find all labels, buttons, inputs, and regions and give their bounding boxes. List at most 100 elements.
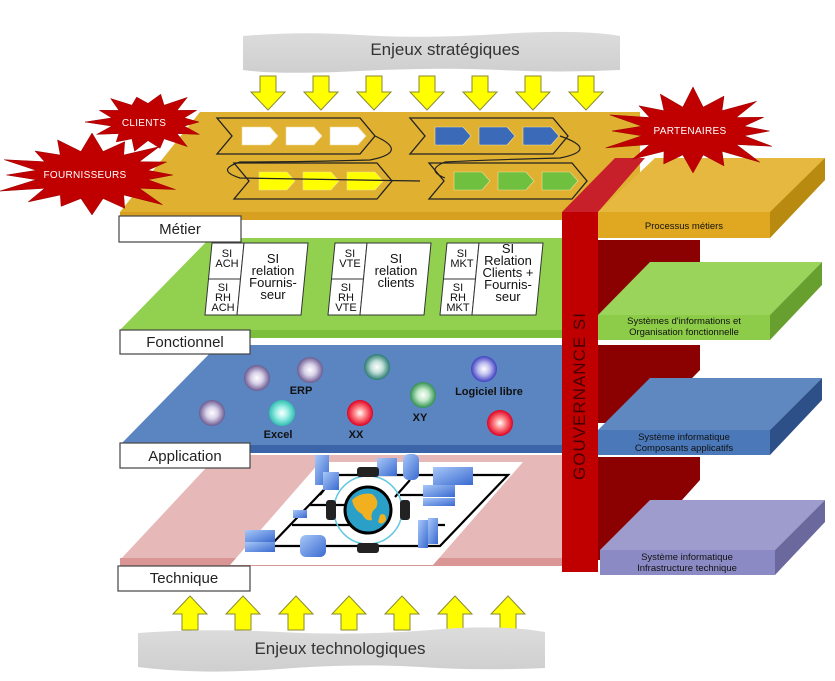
application-component: XX: [347, 400, 373, 441]
application-label: XY: [413, 412, 428, 424]
si-label: SI: [390, 251, 402, 266]
process-step: [453, 171, 491, 191]
si-label: SI: [453, 282, 463, 294]
application-component: ERP: [290, 357, 323, 397]
application-orb-icon: [347, 400, 373, 426]
si-label: clients: [378, 275, 415, 290]
side-slab-application: Système informatique Composants applicat…: [598, 378, 822, 455]
application-orb-icon: [410, 382, 436, 408]
down-arrow-icon: [408, 75, 446, 111]
actor-clients: CLIENTS: [84, 93, 200, 152]
si-label: seur: [495, 289, 521, 304]
process-step: [329, 126, 367, 146]
fonctionnel-edge: [120, 330, 598, 338]
metier-edge: [120, 212, 640, 220]
process-chain: [215, 117, 376, 155]
process-step: [497, 171, 535, 191]
si-label: SI: [218, 282, 228, 294]
side-label-metier: Processus métiers: [645, 221, 723, 232]
si-label: RH: [215, 292, 231, 304]
si-label: MKT: [450, 258, 474, 270]
globe-network-icon: [326, 467, 410, 553]
application-component: Excel: [264, 400, 295, 441]
down-arrow-icon: [355, 75, 393, 111]
process-step: [346, 171, 384, 191]
application-orb-icon: [471, 356, 497, 382]
si-label: Clients +: [483, 265, 534, 280]
si-label: SI: [222, 248, 232, 260]
metier-plane: [120, 112, 640, 212]
process-chevron: [215, 117, 376, 155]
si-label: Fournis-: [249, 275, 297, 290]
technology-issues-banner: Enjeux technologiques: [138, 627, 545, 672]
application-component: Logiciel libre: [455, 356, 523, 398]
application-component: [487, 410, 513, 436]
functional-blocks: SIACHSIRHACHSIrelationFournis-seurSIVTES…: [204, 241, 544, 316]
actor-partenaires: PARTENAIRES: [605, 86, 773, 174]
process-chain: [408, 117, 569, 155]
application-label: Logiciel libre: [455, 386, 523, 398]
up-arrow-icon: [171, 595, 209, 631]
application-edge: [120, 445, 598, 453]
side-label-technique-1: Système informatique: [641, 552, 733, 563]
application-label: XX: [349, 429, 364, 441]
process-step: [241, 126, 279, 146]
si-label: MKT: [446, 302, 470, 314]
si-label: relation: [375, 263, 418, 278]
process-step: [285, 126, 323, 146]
actor-fournisseurs: FOURNISSEURS: [0, 132, 176, 216]
process-step: [541, 171, 579, 191]
label-box-application: Application: [119, 442, 251, 469]
layer-label-application: Application: [148, 448, 221, 465]
process-chevron: [232, 162, 393, 200]
up-arrow-icon: [383, 595, 421, 631]
si-label: ACH: [211, 302, 234, 314]
si-label: RH: [338, 292, 354, 304]
si-label: SI: [457, 248, 467, 260]
process-chain: [232, 162, 393, 200]
up-arrow-icon: [436, 595, 474, 631]
application-orb-icon: [297, 357, 323, 383]
application-orb-icon: [244, 365, 270, 391]
actor-clients-label: CLIENTS: [122, 118, 166, 129]
process-step: [522, 126, 560, 146]
application-component: [199, 400, 225, 426]
process-chevron: [427, 162, 588, 200]
si-cell-main: [236, 242, 309, 316]
process-flow-connector: [226, 135, 421, 182]
side-slab-metier: Processus métiers: [598, 158, 825, 238]
application-component: XY: [410, 382, 436, 424]
si-label: SI: [267, 251, 279, 266]
down-arrow-icon: [461, 75, 499, 111]
business-process-chains: [215, 117, 588, 200]
layer-technique: [120, 454, 598, 566]
process-flow-connector: [434, 135, 581, 179]
side-slab-fonctionnel: Systèmes d'informations et Organisation …: [598, 262, 822, 340]
process-chain: [427, 162, 588, 200]
governance-bar: [562, 212, 598, 572]
si-cell-main: [471, 242, 544, 316]
up-arrow-icon: [277, 595, 315, 631]
process-step: [434, 126, 472, 146]
si-label: Relation: [484, 253, 532, 268]
strategic-issues-banner: Enjeux stratégiques: [243, 31, 620, 73]
si-cell-main: [359, 242, 432, 316]
application-orb-icon: [199, 400, 225, 426]
down-arrow-icon: [567, 75, 605, 111]
label-box-fonctionnel: Fonctionnel: [119, 329, 251, 355]
side-label-fonctionnel-2: Organisation fonctionnelle: [629, 327, 739, 338]
application-orb-icon: [487, 410, 513, 436]
technology-arrows: [171, 595, 527, 631]
si-label: RH: [450, 292, 466, 304]
side-label-technique-2: Infrastructure technique: [637, 563, 737, 574]
up-arrow-icon: [330, 595, 368, 631]
application-orb-icon: [364, 354, 390, 380]
down-arrow-icon: [249, 75, 287, 111]
down-arrow-icon: [302, 75, 340, 111]
application-orb-icon: [269, 400, 295, 426]
process-step: [302, 171, 340, 191]
process-chevron: [408, 117, 569, 155]
